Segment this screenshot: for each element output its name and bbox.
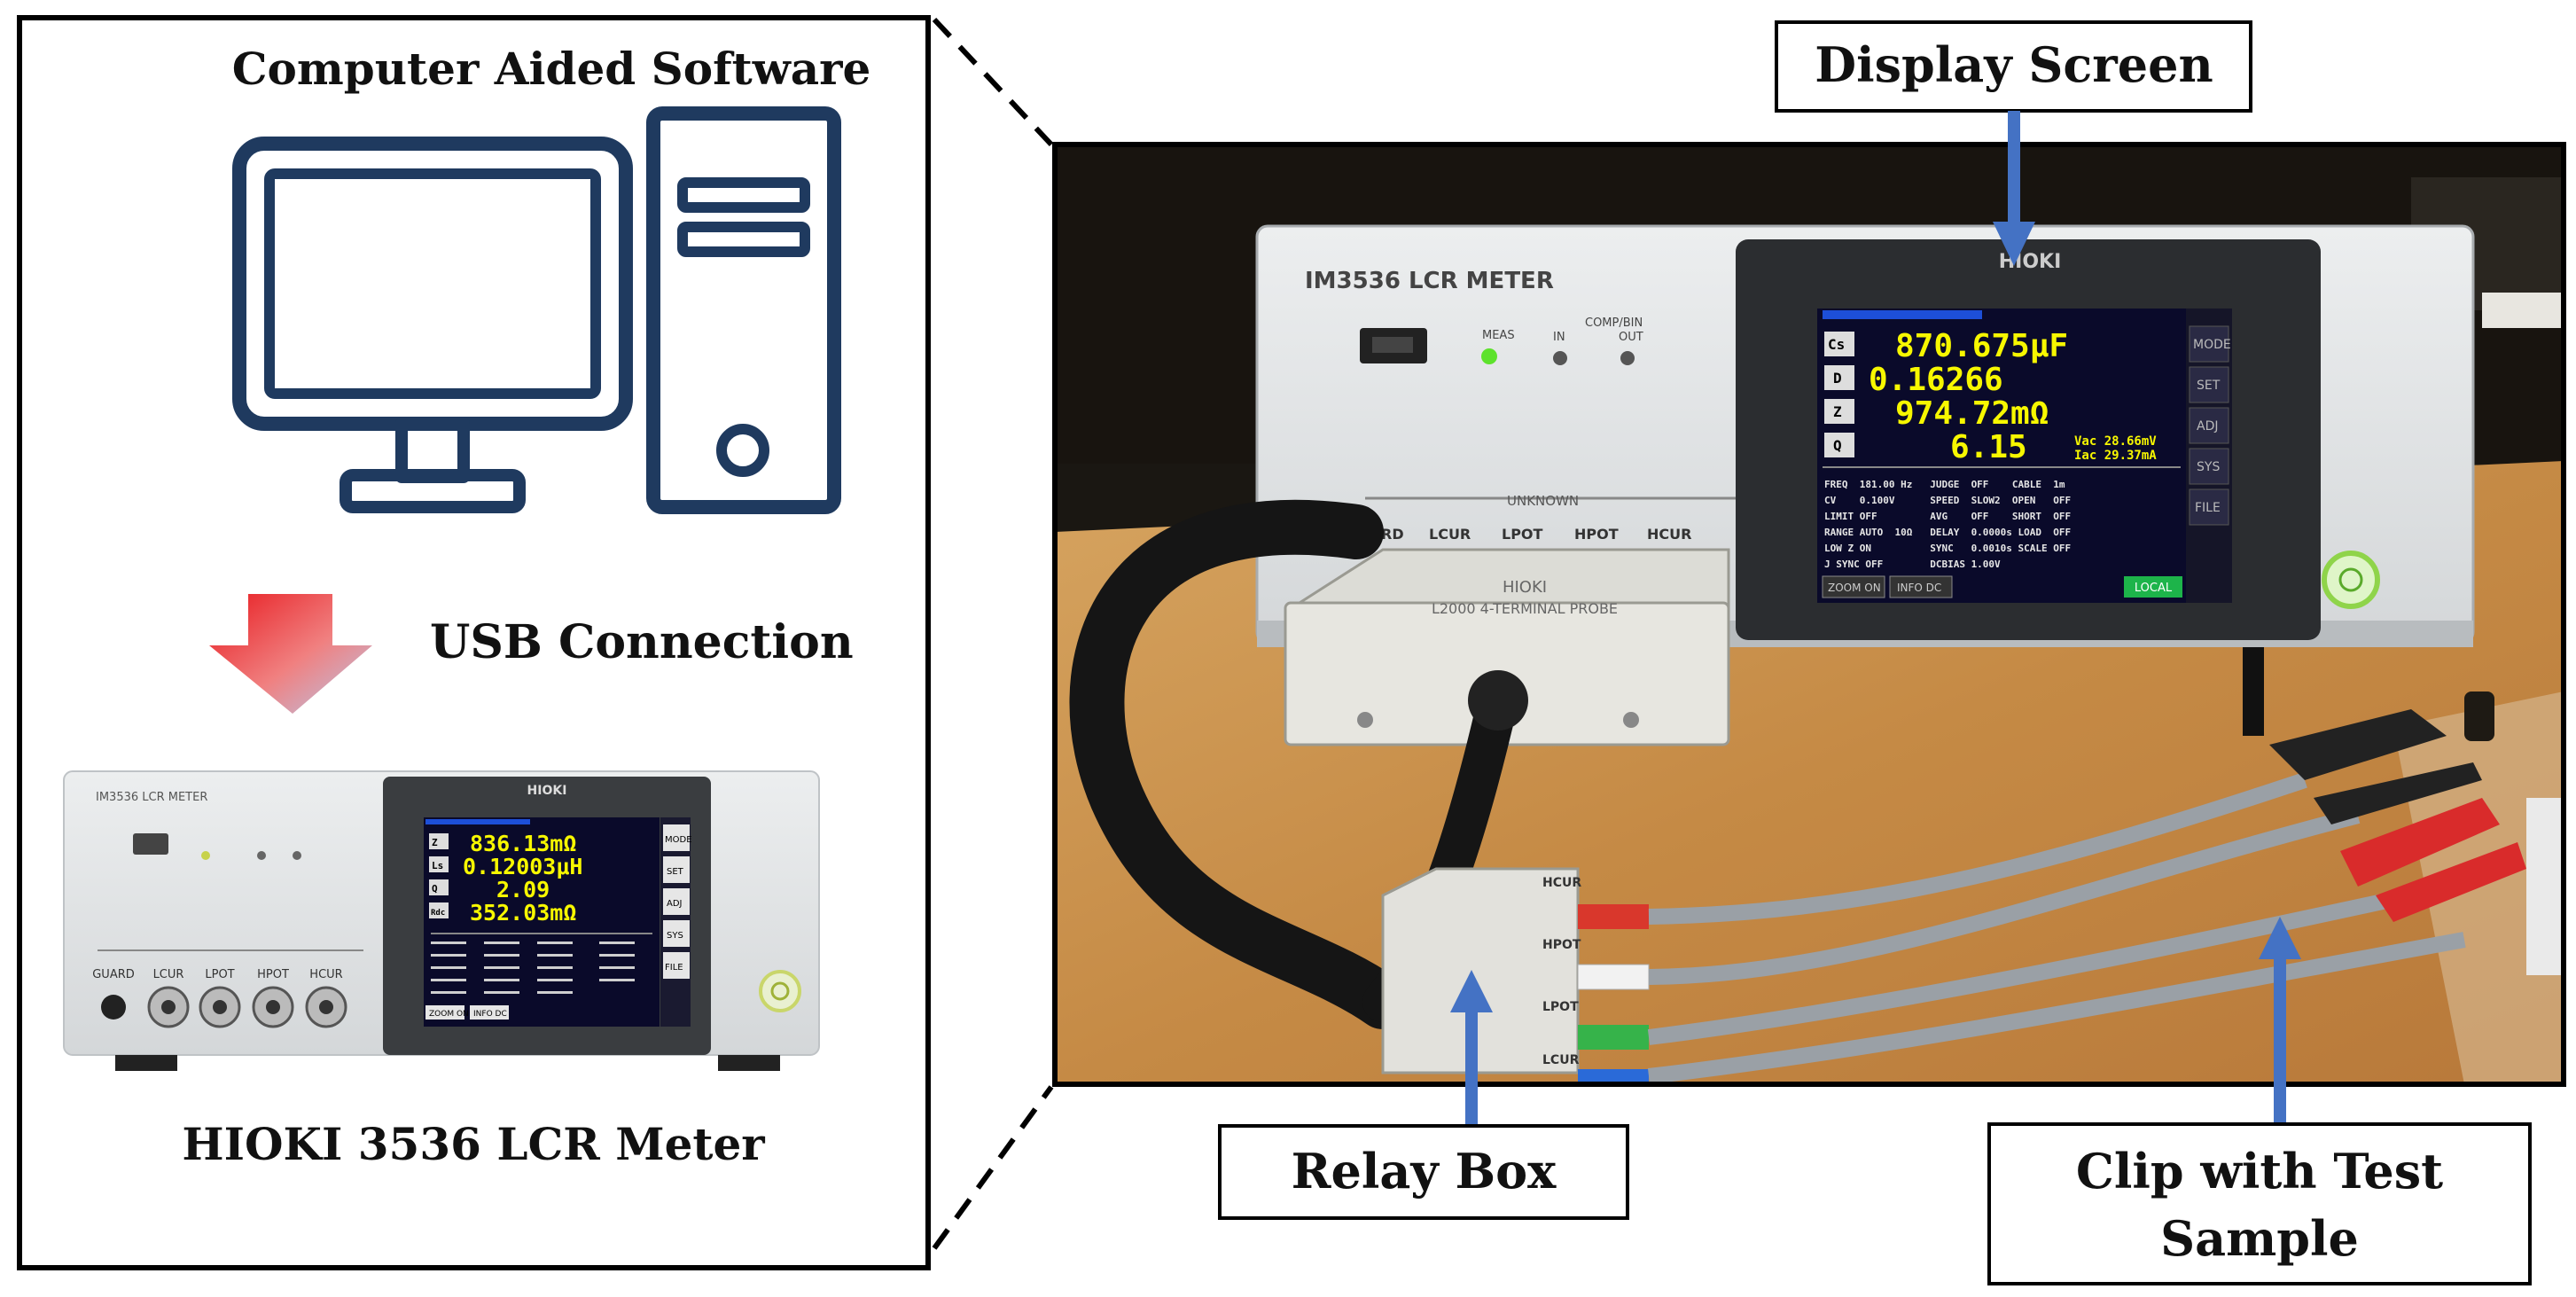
- svg-text:Iac 29.37mA: Iac 29.37mA: [2074, 449, 2157, 463]
- reading-q: 6.15: [1950, 429, 2027, 465]
- svg-text:LPOT: LPOT: [1502, 526, 1543, 543]
- svg-text:FILE: FILE: [665, 963, 683, 973]
- svg-text:D: D: [1833, 370, 1842, 387]
- small-meter-model: IM3536 LCR METER: [96, 791, 207, 804]
- svg-text:COMP/BIN: COMP/BIN: [1585, 316, 1643, 330]
- svg-text:LIMIT OFF AVG OFF: LIMIT OFF AVG OFF SHORT OFF: [1824, 511, 2071, 522]
- meas-led: [1481, 348, 1497, 364]
- svg-text:LPOT: LPOT: [1542, 1000, 1579, 1014]
- svg-text:2.09: 2.09: [496, 877, 550, 902]
- callout-clip-box: [1987, 1122, 2532, 1285]
- svg-text:LOW Z ON SYNC 0.001: LOW Z ON SYNC 0.0010s SCALE OFF: [1824, 543, 2071, 554]
- display-arrow-head-icon: [1993, 222, 2035, 266]
- black-clip: [2269, 709, 2447, 780]
- svg-text:HCUR: HCUR: [309, 968, 342, 981]
- svg-text:Q: Q: [1833, 437, 1842, 454]
- usb-label: USB Connection: [430, 615, 854, 669]
- reading-cs: 870.675μF: [1895, 328, 2068, 364]
- svg-text:IN: IN: [1553, 331, 1565, 344]
- svg-text:836.13mΩ: 836.13mΩ: [470, 831, 576, 856]
- svg-text:SET: SET: [667, 867, 684, 877]
- svg-text:Z: Z: [432, 837, 438, 848]
- svg-text:SYS: SYS: [2197, 460, 2220, 474]
- svg-text:HCUR: HCUR: [1542, 876, 1581, 890]
- svg-text:0.12003μH: 0.12003μH: [463, 854, 582, 879]
- svg-text:MODE: MODE: [2193, 338, 2231, 352]
- usb-arrow-icon: [209, 594, 372, 714]
- callout-clip-text-line1: Clip with Test: [2076, 1143, 2443, 1199]
- callout-display-screen-box: [1775, 20, 2252, 113]
- zoom-line-bottom: [932, 1085, 1054, 1250]
- svg-text:Ls: Ls: [432, 860, 443, 871]
- local-button: [2124, 576, 2182, 598]
- lab-photo: IM3536 LCR METER MEAS COMP/BIN IN OUT UN…: [1055, 145, 2564, 1084]
- svg-text:Rdc: Rdc: [431, 909, 445, 918]
- svg-text:SET: SET: [2197, 379, 2221, 393]
- relay-box: [1381, 867, 1580, 1074]
- svg-text:UNKNOWN: UNKNOWN: [1507, 493, 1579, 509]
- svg-text:352.03mΩ: 352.03mΩ: [470, 900, 576, 926]
- svg-text:LCUR: LCUR: [153, 968, 184, 981]
- svg-text:MODE: MODE: [665, 835, 692, 845]
- svg-text:Vac 28.66mV: Vac 28.66mV: [2074, 434, 2157, 449]
- red-clip: [2340, 798, 2500, 887]
- svg-text:Cs: Cs: [1828, 336, 1845, 353]
- svg-text:LOCAL: LOCAL: [2135, 582, 2173, 595]
- zoom-line-top: [932, 17, 1054, 147]
- svg-text:MEAS: MEAS: [1482, 329, 1515, 342]
- svg-text:INFO DC: INFO DC: [1897, 582, 1941, 594]
- meter-photo-small: IM3536 LCR METER GUARD LCUR LPOT HPOT HC…: [63, 770, 820, 1071]
- svg-text:ADJ: ADJ: [2197, 419, 2219, 434]
- svg-text:HIOKI: HIOKI: [1503, 578, 1547, 597]
- callout-relay-box-box: [1218, 1124, 1629, 1220]
- svg-text:INFO DC: INFO DC: [473, 1010, 507, 1019]
- svg-text:OUT: OUT: [1619, 331, 1643, 344]
- relay-arrow-head-icon: [1450, 970, 1493, 1012]
- power-button: [2322, 551, 2380, 609]
- svg-text:GUARD: GUARD: [92, 968, 135, 981]
- callout-relay-box-text: Relay Box: [1292, 1143, 1557, 1199]
- callout-display-screen-text: Display Screen: [1815, 36, 2213, 93]
- svg-text:LPOT: LPOT: [205, 968, 234, 981]
- software-label: Computer Aided Software: [232, 43, 871, 95]
- clip-arrow-head-icon: [2259, 917, 2301, 959]
- svg-text:HCUR: HCUR: [1647, 526, 1691, 543]
- svg-text:FREQ 181.00 Hz JUDGE OFF: FREQ 181.00 Hz JUDGE OFF CABLE 1m: [1824, 479, 2065, 490]
- meter-caption: HIOKI 3536 LCR Meter: [182, 1118, 765, 1170]
- svg-text:FILE: FILE: [2195, 501, 2221, 515]
- svg-text:J SYNC OFF DCBIAS 1.00V: J SYNC OFF DCBIAS 1.00V: [1824, 559, 2001, 570]
- photo-frame: [1052, 142, 2566, 1087]
- svg-text:LCUR: LCUR: [1429, 526, 1471, 543]
- callout-clip-text-line2: Sample: [2160, 1210, 2359, 1267]
- reading-z: 974.72mΩ: [1895, 395, 2049, 432]
- probe-label: L2000 4-TERMINAL PROBE: [1432, 600, 1618, 617]
- lcd-settings: FREQ 181.00 Hz JUDGE OFF CABLE 1m CV 0.1…: [1824, 479, 2071, 570]
- svg-text:SYS: SYS: [667, 931, 683, 941]
- computer-tower-icon: [646, 106, 841, 514]
- lcd-screen: [1817, 309, 2186, 603]
- meter-model-label: IM3536 LCR METER: [1305, 268, 1554, 294]
- probe-cable: [1069, 499, 1410, 1029]
- reading-d: 0.16266: [1869, 362, 2003, 398]
- svg-text:HPOT: HPOT: [1574, 526, 1619, 543]
- svg-text:ADJ: ADJ: [667, 899, 683, 909]
- svg-text:HIOKI: HIOKI: [1999, 251, 2062, 273]
- test-capacitor: [2464, 691, 2494, 741]
- svg-text:ZOOM ON: ZOOM ON: [429, 1010, 469, 1019]
- svg-text:RANGE AUTO 10Ω DELAY 0.000: RANGE AUTO 10Ω DELAY 0.0000s LOAD OFF: [1824, 527, 2071, 538]
- svg-text:Z: Z: [1833, 403, 1842, 420]
- small-terminals: GUARD LCUR LPOT HPOT HCUR: [92, 968, 347, 1028]
- svg-text:HPOT: HPOT: [1542, 938, 1581, 952]
- svg-text:ZOOM ON: ZOOM ON: [1828, 582, 1881, 594]
- svg-text:LCUR: LCUR: [1542, 1053, 1580, 1067]
- svg-text:HPOT: HPOT: [257, 968, 289, 981]
- svg-text:HIOKI: HIOKI: [527, 784, 567, 798]
- svg-text:CV 0.100V SPEED SLOW2: CV 0.100V SPEED SLOW2 OPEN OFF: [1824, 495, 2071, 506]
- svg-text:Q: Q: [432, 883, 438, 895]
- computer-monitor-icon: [232, 137, 633, 513]
